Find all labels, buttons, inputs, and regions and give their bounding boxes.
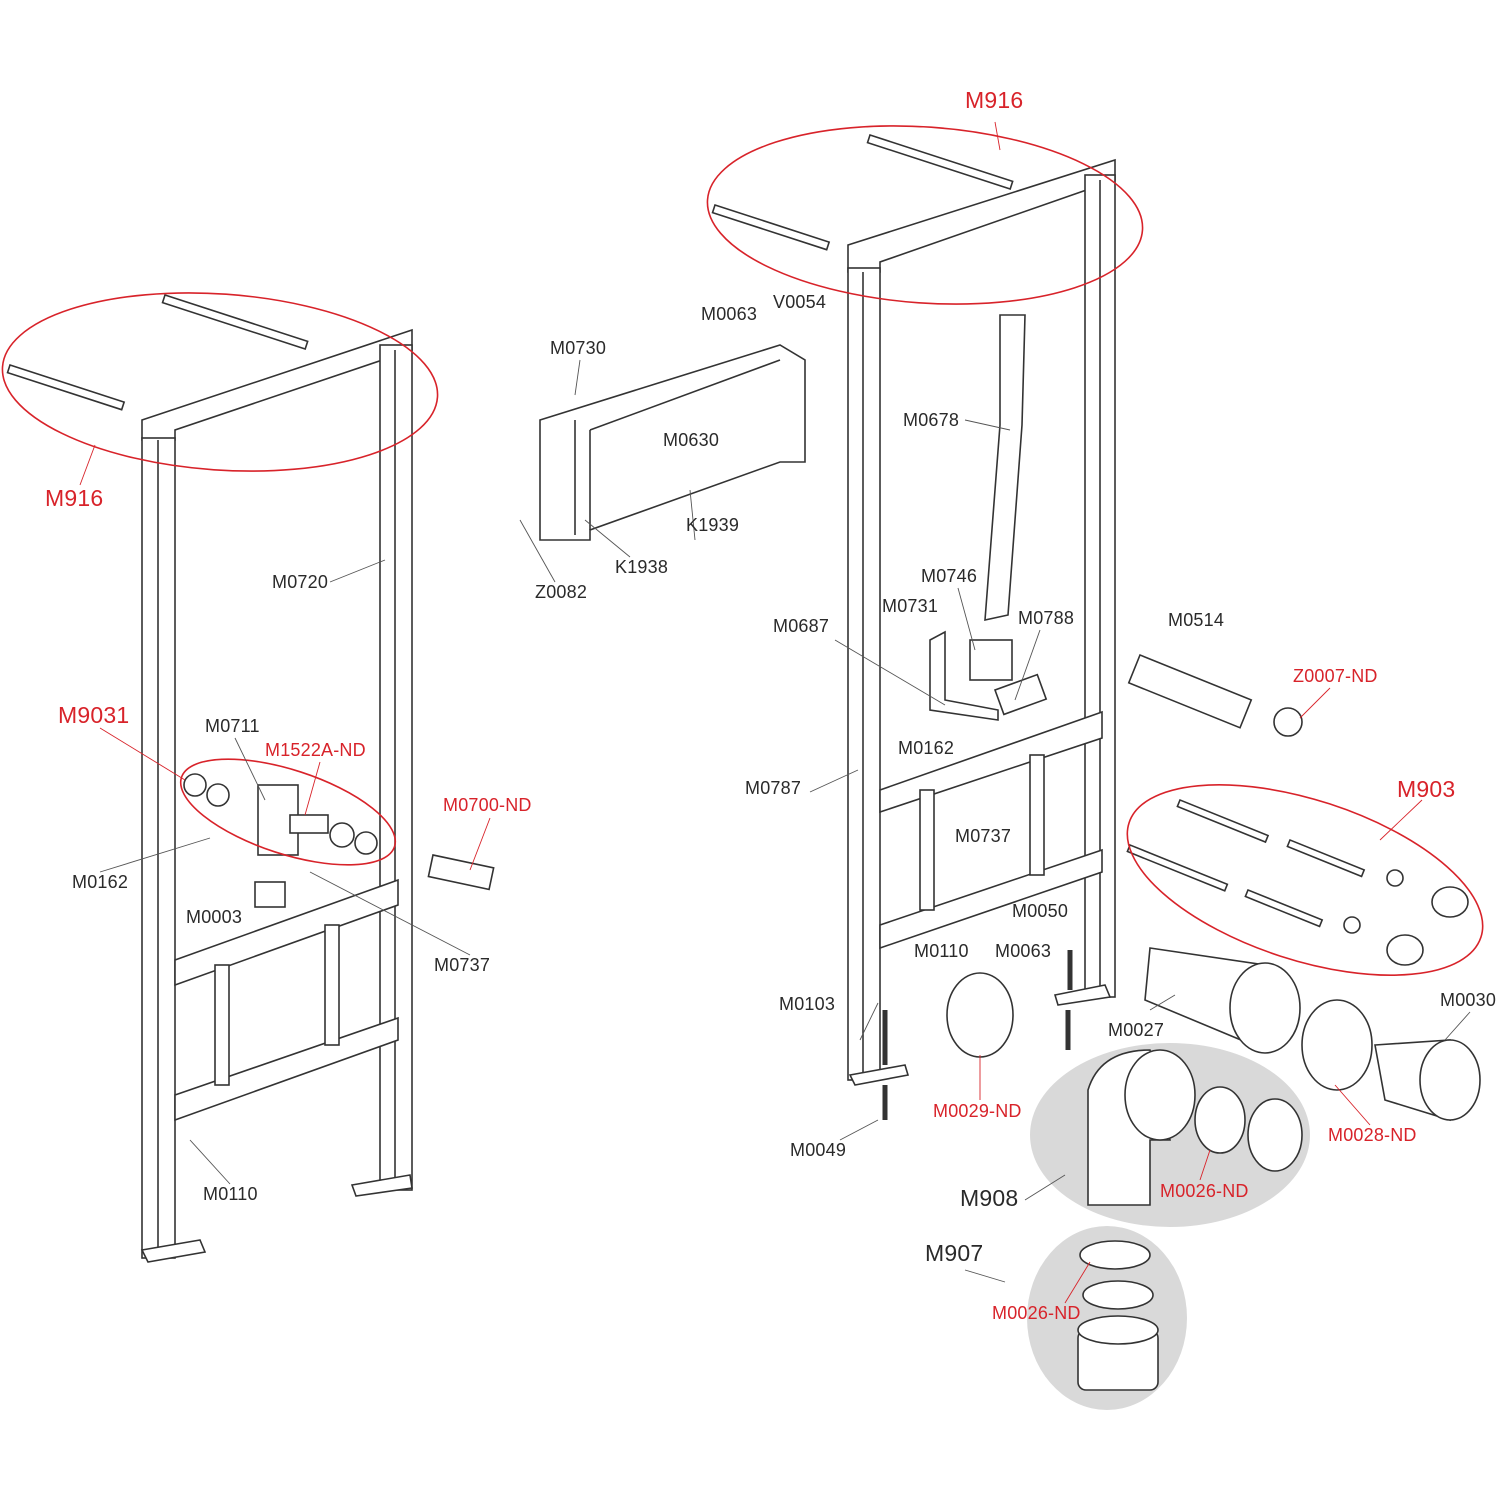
label-m0678: M0678 [903,410,960,430]
left-frame [6,293,495,1263]
label-m0630: M0630 [663,430,720,450]
right-frame [711,133,1481,1391]
label-m0700-nd: M0700-ND [443,795,532,815]
label-m0514: M0514 [1168,610,1225,630]
label-m0687: M0687 [773,616,830,636]
label-m0050: M0050 [1012,901,1069,921]
label-m907: M907 [925,1240,984,1266]
label-m908: M908 [960,1185,1019,1211]
label-m0711: M0711 [205,716,260,736]
label-m0049: M0049 [790,1140,847,1160]
label-m9031: M9031 [58,702,130,728]
support-bracket [539,344,806,541]
label-v0054: V0054 [773,292,827,312]
label-m0731: M0731 [882,596,939,616]
label-m0026-nd-b: M0026-ND [992,1303,1081,1323]
label-m0730: M0730 [550,338,607,358]
label-m0720: M0720 [272,572,329,592]
callout-ellipse-m916-left [1,292,439,472]
leader-lines [79,121,1471,1304]
label-m0737-right: M0737 [955,826,1012,846]
label-m0063-right: M0063 [995,941,1052,961]
label-m0063-bracket: M0063 [701,304,758,324]
label-m0110-right: M0110 [914,941,969,961]
label-k1939: K1939 [686,515,740,535]
label-m0103: M0103 [779,994,836,1014]
label-k1938: K1938 [615,557,669,577]
label-z0007-nd: Z0007-ND [1293,666,1378,686]
label-z0082: Z0082 [535,582,588,602]
label-m0003: M0003 [186,907,243,927]
label-m903: M903 [1397,776,1456,802]
label-m916-left: M916 [45,485,104,511]
label-m0026-nd-a: M0026-ND [1160,1181,1249,1201]
label-m0110-left: M0110 [203,1184,258,1204]
label-m0030: M0030 [1440,990,1497,1010]
label-m0737-left: M0737 [434,955,491,975]
label-m0787: M0787 [745,778,802,798]
label-m1522a-nd: M1522A-ND [265,740,366,760]
label-m0029-nd: M0029-ND [933,1101,1022,1121]
callout-ellipse-m916-right [706,125,1144,305]
label-m0746: M0746 [921,566,978,586]
label-m0788: M0788 [1018,608,1075,628]
label-m0162-right: M0162 [898,738,955,758]
label-m0027: M0027 [1108,1020,1165,1040]
callout-ellipse-m903 [1126,784,1484,976]
label-m0162-left: M0162 [72,872,129,892]
label-m916-right: M916 [965,87,1024,113]
label-m0028-nd: M0028-ND [1328,1125,1417,1145]
